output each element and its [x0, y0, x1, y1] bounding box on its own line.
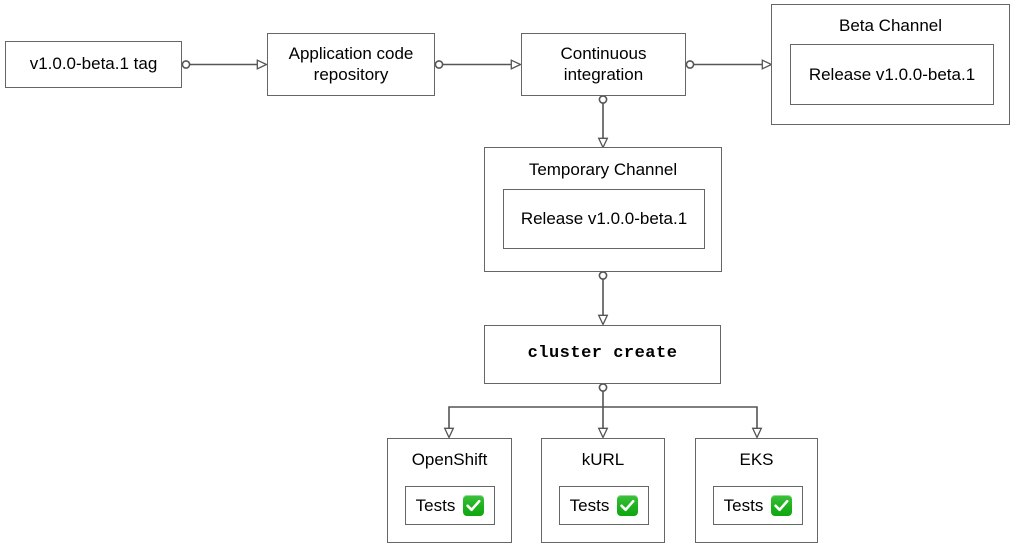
beta-channel-release-label: Release v1.0.0-beta.1 [808, 64, 976, 84]
beta-channel-release-box[interactable]: Release v1.0.0-beta.1 [790, 44, 994, 105]
container-temporary-channel[interactable]: Temporary Channel Release v1.0.0-beta.1 [484, 147, 722, 272]
container-platform-eks[interactable]: EKS Tests [695, 438, 818, 543]
container-platform-kurl[interactable]: kURL Tests [541, 438, 665, 543]
platform-eks-title: EKS [739, 450, 774, 469]
platform-openshift-tests-label: Tests [415, 495, 456, 515]
node-ci-label: Continuous integration [560, 43, 647, 84]
temporary-channel-release-label: Release v1.0.0-beta.1 [520, 209, 688, 228]
container-beta-channel[interactable]: Beta Channel Release v1.0.0-beta.1 [771, 4, 1010, 125]
beta-channel-title: Beta Channel [838, 16, 943, 35]
node-tag-label: v1.0.0-beta.1 tag [29, 54, 158, 74]
green-check-icon [617, 495, 639, 516]
green-check-icon [771, 495, 793, 516]
platform-openshift-tests-box[interactable]: Tests [405, 486, 495, 525]
platform-kurl-title: kURL [581, 450, 625, 469]
platform-openshift-title: OpenShift [411, 450, 488, 469]
node-tag[interactable]: v1.0.0-beta.1 tag [5, 41, 182, 88]
platform-kurl-tests-box[interactable]: Tests [559, 486, 649, 525]
node-cluster-create[interactable]: cluster create [484, 325, 721, 384]
cluster-create-label: cluster create [527, 344, 678, 364]
node-application-code-repository[interactable]: Application code repository [267, 33, 435, 96]
node-continuous-integration[interactable]: Continuous integration [521, 33, 686, 96]
container-platform-openshift[interactable]: OpenShift Tests [387, 438, 512, 543]
temporary-channel-release-box[interactable]: Release v1.0.0-beta.1 [503, 189, 705, 249]
green-check-icon [463, 495, 485, 516]
node-repo-label: Application code repository [288, 43, 414, 84]
temporary-channel-title: Temporary Channel [528, 160, 678, 179]
platform-kurl-tests-label: Tests [569, 495, 610, 515]
platform-eks-tests-box[interactable]: Tests [713, 486, 803, 525]
platform-eks-tests-label: Tests [723, 495, 764, 515]
